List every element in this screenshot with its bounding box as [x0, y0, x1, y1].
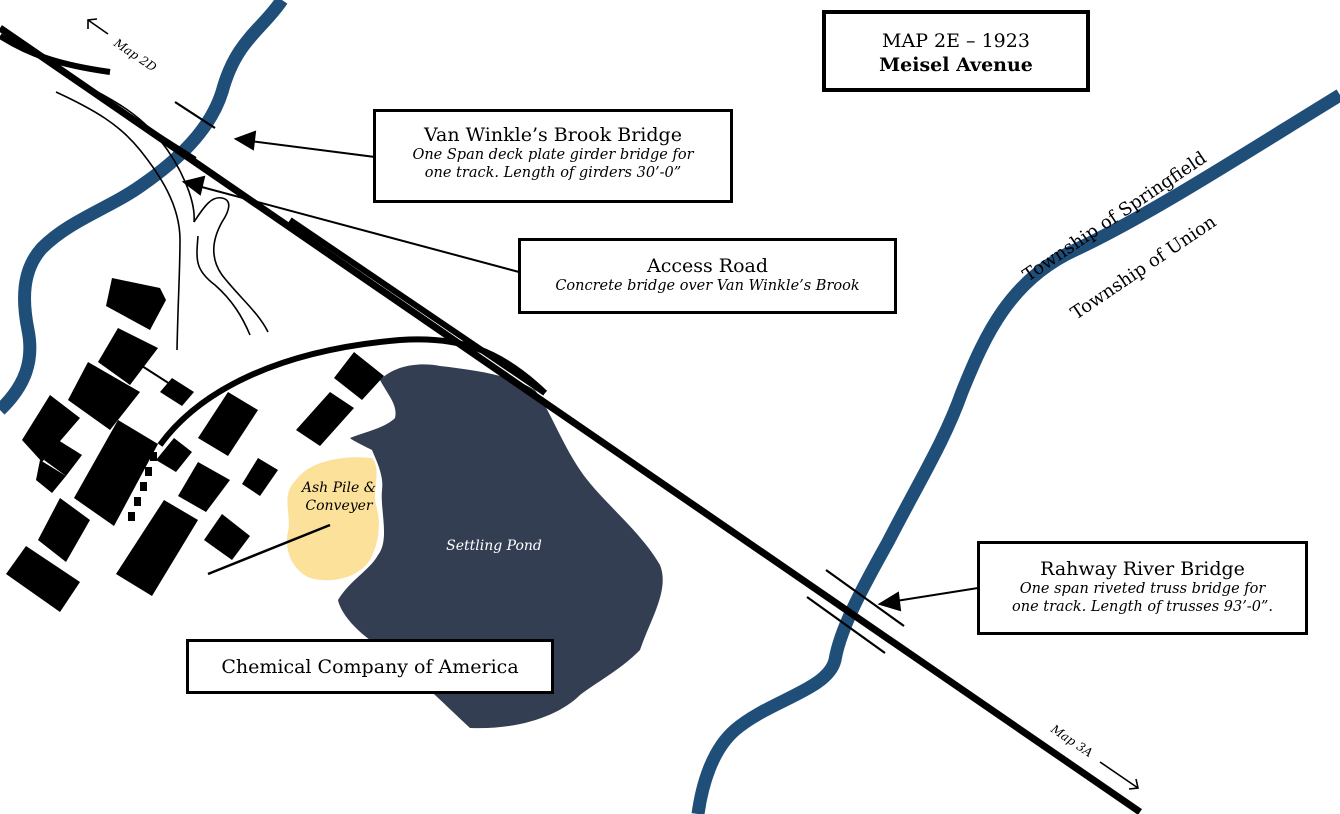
building [22, 395, 80, 462]
chemical-buildings [6, 278, 384, 612]
conveyor-dots [128, 452, 157, 521]
rahway-title: Rahway River Bridge [1040, 558, 1245, 580]
access-road-title: Access Road [646, 255, 769, 277]
building [36, 460, 66, 493]
building [74, 420, 158, 526]
building [116, 500, 198, 596]
building [68, 362, 140, 430]
building [334, 352, 384, 400]
building [44, 440, 82, 476]
rahway-desc-2: one track. Length of trusses 93’-0”. [1012, 599, 1273, 615]
rahway-bridge-marks [806, 569, 905, 654]
van-winkle-callout[interactable]: Van Winkle’s Brook Bridge One Span deck … [373, 109, 733, 203]
van-winkles-brook [0, 0, 288, 415]
direction-arrows [87, 18, 1139, 790]
building [156, 438, 192, 472]
map-subtitle: Meisel Avenue [879, 54, 1033, 76]
building [6, 546, 80, 612]
chemical-company-callout[interactable]: Chemical Company of America [186, 639, 554, 694]
building [98, 328, 158, 385]
settling-pond-label: Settling Pond [446, 538, 542, 554]
ash-pile [286, 457, 379, 581]
rahway-desc-1: One span riveted truss bridge for [1019, 581, 1266, 597]
ash-pile-label-line1: Ash Pile & [300, 480, 376, 496]
building [160, 378, 194, 406]
rahway-river [691, 89, 1340, 814]
van-winkle-bridge-marks [151, 101, 216, 159]
building [106, 278, 166, 330]
building [178, 462, 230, 512]
building [38, 498, 90, 562]
building [242, 458, 278, 496]
building [198, 392, 258, 456]
van-winkle-desc-1: One Span deck plate girder bridge for [412, 147, 694, 163]
map-title: MAP 2E – 1923 [882, 30, 1030, 52]
ash-pile-label-line2: Conveyer [305, 498, 374, 514]
van-winkle-title: Van Winkle’s Brook Bridge [424, 124, 682, 146]
callout-arrows [181, 130, 979, 612]
springfield-label: Township of Springfield [1019, 148, 1210, 287]
chemical-company-title: Chemical Company of America [221, 656, 519, 678]
main-railroad [0, 25, 1142, 814]
rahway-callout[interactable]: Rahway River Bridge One span riveted tru… [977, 541, 1308, 635]
settling-pond [338, 364, 663, 729]
building [204, 514, 250, 560]
van-winkle-desc-2: one track. Length of girders 30’-0” [424, 165, 682, 181]
building [296, 392, 354, 446]
building-connector [141, 365, 171, 385]
access-road-callout[interactable]: Access Road Concrete bridge over Van Win… [518, 238, 897, 314]
map-title-box: MAP 2E – 1923 Meisel Avenue [822, 10, 1090, 92]
conveyor-line [207, 523, 331, 576]
map-2d-label[interactable]: Map 2D [110, 35, 159, 74]
access-road-desc: Concrete bridge over Van Winkle’s Brook [555, 278, 860, 294]
